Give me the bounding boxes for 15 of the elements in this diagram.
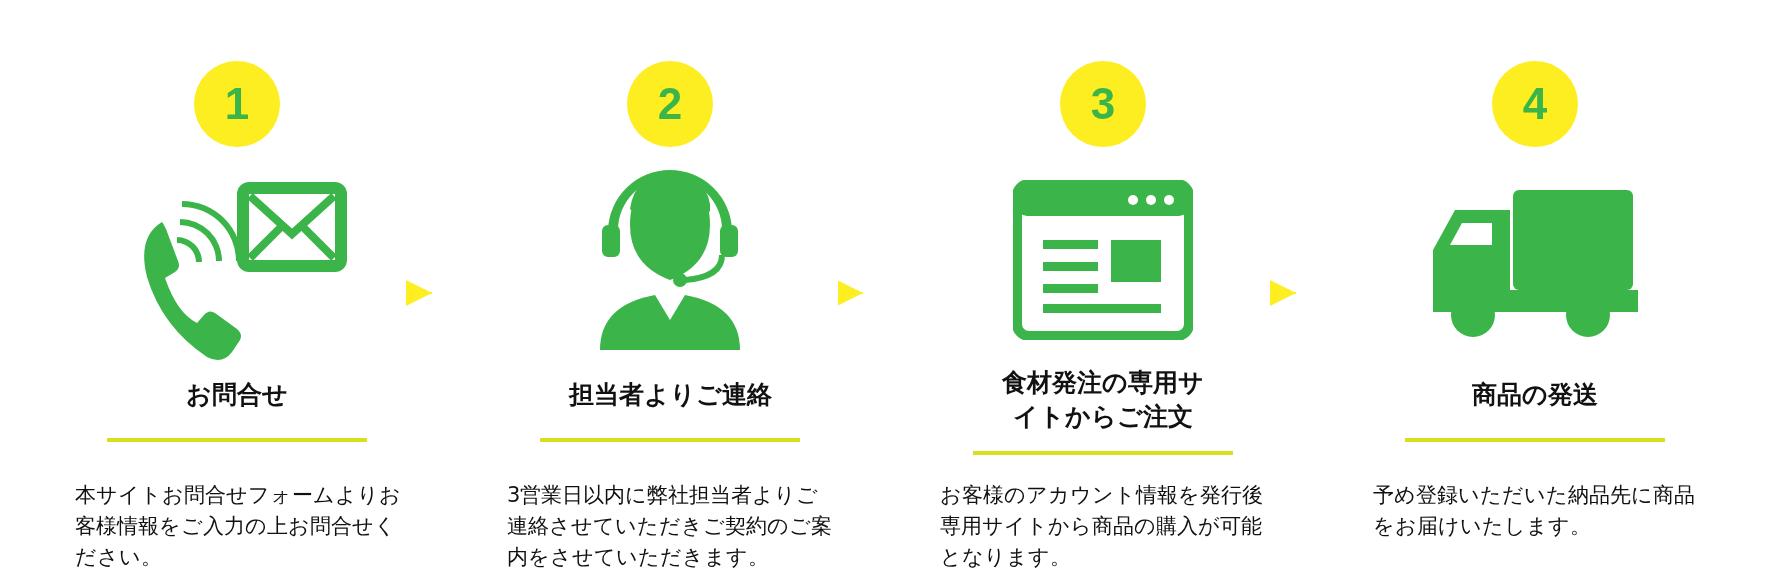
step-description: 予め登録いただいた納品先に商品をお届けいたします。 (1373, 482, 1696, 540)
step-heading: 担当者よりご連絡 (567, 379, 773, 411)
step-heading: 食材発注の専用サイトからご注文 (1001, 367, 1205, 433)
step-number-badge: 3 (1060, 61, 1146, 147)
step-number-badge: 1 (194, 61, 280, 147)
chevron-arrow (837, 280, 864, 306)
step-number-badge: 2 (627, 61, 713, 147)
chevron-arrow (405, 280, 433, 306)
chevron-arrow (1269, 280, 1297, 306)
step-heading: お問合せ (185, 379, 289, 411)
step-description: 本サイトお問合せフォームよりお客様情報をご入力の上お問合せください。 (75, 482, 402, 571)
step-description: 3営業日以内に弊社担当者よりご連絡させていただきご契約のご案内をさせていただきます。 (507, 482, 833, 571)
step-heading: 商品の発送 (1471, 379, 1599, 411)
step-number-badge: 4 (1492, 61, 1578, 147)
step-description: お客様のアカウント情報を発行後専用サイトから商品の購入が可能となります。 (940, 482, 1264, 571)
